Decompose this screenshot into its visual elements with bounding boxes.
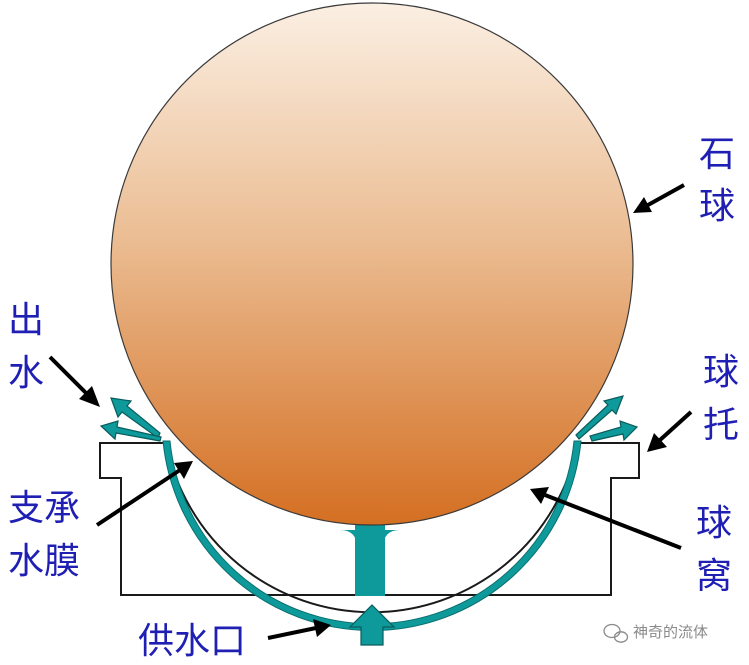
leader-water-out <box>48 355 88 395</box>
label-ball-socket-1: 球 <box>696 503 732 544</box>
leader-support-film <box>95 468 182 527</box>
leader-ball-holder-head <box>647 433 667 452</box>
out-arrow-left-upper <box>110 397 161 439</box>
leader-stone-ball <box>647 183 685 207</box>
water-out-arrows-left <box>99 397 162 442</box>
water-out-arrows-right <box>575 395 639 442</box>
label-ball-holder-1: 球 <box>703 352 739 393</box>
leader-water-inlet <box>267 626 317 640</box>
label-water-out-2: 水 <box>8 353 44 394</box>
water-supply-channel <box>355 518 385 596</box>
out-arrow-right-lower <box>589 420 639 442</box>
leader-water-inlet-head <box>313 619 331 637</box>
label-water-inlet: 供水口 <box>138 621 246 662</box>
label-ball-holder-2: 托 <box>703 405 739 446</box>
out-arrow-right-upper <box>575 395 624 440</box>
wechat-icon <box>603 623 629 643</box>
leader-ball-holder <box>658 410 693 442</box>
label-water-out-1: 出 <box>8 300 44 341</box>
leader-stone-ball-head <box>633 197 652 213</box>
label-ball-socket-2: 窝 <box>696 556 732 597</box>
leader-ball-socket <box>544 493 682 550</box>
support-water-film <box>162 440 582 632</box>
leader-arrows <box>48 183 693 640</box>
channel-fillet <box>340 530 400 548</box>
label-support-film-1: 支承 <box>8 488 80 529</box>
label-stone-ball-1: 石 <box>699 134 735 175</box>
watermark-text: 神奇的流体 <box>633 623 708 641</box>
stone-ball <box>110 2 634 526</box>
leader-water-out-head <box>79 386 100 407</box>
watermark: 神奇的流体 <box>603 623 708 643</box>
out-arrow-left-lower <box>99 420 162 442</box>
label-support-film-2: 水膜 <box>8 541 80 582</box>
water-inlet-arrow <box>348 604 396 646</box>
leader-support-film-head <box>174 461 193 479</box>
label-stone-ball-2: 球 <box>699 186 735 227</box>
leader-ball-socket-head <box>530 487 549 504</box>
